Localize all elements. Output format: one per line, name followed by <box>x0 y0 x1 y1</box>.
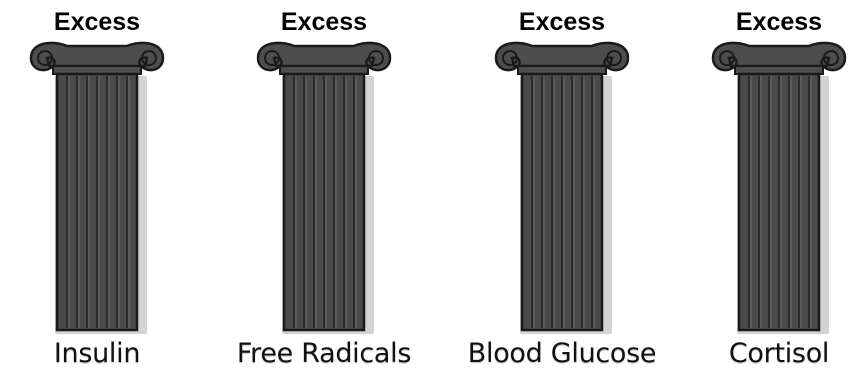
pillar-free-radicals: Excess Free Radicals <box>244 0 404 371</box>
column-capital <box>713 43 845 74</box>
pillar-top-label: Excess <box>17 8 177 36</box>
pillar-top-label: Excess <box>482 8 642 36</box>
ionic-column-icon <box>482 36 642 336</box>
pillar-top-label: Excess <box>699 8 859 36</box>
column-capital <box>31 43 163 74</box>
ionic-column-icon <box>244 36 404 336</box>
pillar-bottom-label: Free Radicals <box>204 338 444 370</box>
pillar-top-label: Excess <box>244 8 404 36</box>
pillar-insulin: Excess Insulin <box>17 0 177 371</box>
column-capital <box>496 43 628 74</box>
pillar-bottom-label: Insulin <box>0 338 217 370</box>
column-capital <box>258 43 390 74</box>
pillar-blood-glucose: Excess Blood Glucose <box>482 0 642 371</box>
ionic-column-icon <box>699 36 859 336</box>
pillar-bottom-label: Blood Glucose <box>442 338 682 370</box>
pillar-bottom-label: Cortisol <box>659 338 866 370</box>
ionic-column-icon <box>17 36 177 336</box>
pillar-cortisol: Excess Cortisol <box>699 0 859 371</box>
